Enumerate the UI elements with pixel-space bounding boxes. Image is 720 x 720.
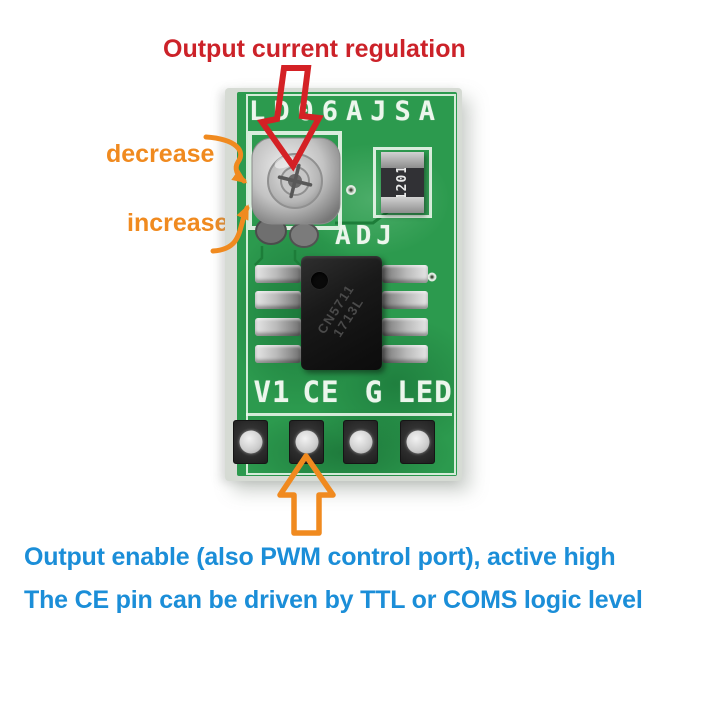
- pin-label-v1: V1: [253, 375, 291, 409]
- output-current-regulation-label: Output current regulation: [163, 35, 466, 63]
- ic-chip: CN5711 1713L: [255, 256, 428, 370]
- silkscreen-border: [246, 94, 456, 475]
- pad-hole: [295, 430, 318, 454]
- resistor-terminal: [381, 152, 424, 168]
- pad-hole: [239, 430, 262, 454]
- increase-label: increase: [127, 209, 229, 237]
- pad-led: [400, 420, 435, 464]
- adj-label: ADJ: [335, 221, 397, 251]
- ic-pin: [255, 345, 301, 363]
- ic-package: CN5711 1713L: [301, 256, 382, 370]
- pad-hole: [349, 430, 372, 454]
- resistor-terminal: [381, 197, 424, 213]
- output-enable-note: Output enable (also PWM control port), a…: [24, 543, 616, 571]
- pad-ce: [289, 420, 324, 464]
- ic-marking: CN5711 1713L: [314, 281, 370, 344]
- ce-logic-level-note: The CE pin can be driven by TTL or COMS …: [24, 586, 643, 614]
- resistor-silk-frame: [373, 147, 432, 218]
- trimmer-potentiometer: [251, 137, 341, 248]
- pin1-dot: [311, 272, 328, 289]
- pin-label-led: LED: [397, 375, 453, 409]
- ic-pin: [382, 345, 428, 363]
- smd-resistor: 1201: [373, 147, 432, 218]
- pin-label-g: G: [364, 375, 384, 409]
- pad-hole: [406, 430, 429, 454]
- ic-pin: [255, 291, 301, 309]
- resistor-body: 1201: [381, 152, 424, 213]
- decrease-label: decrease: [106, 140, 215, 168]
- pcb-board: LD06AJSA: [225, 88, 462, 481]
- ic-pin: [255, 265, 301, 283]
- pad-g: [343, 420, 378, 464]
- pin-label-ce: CE: [302, 375, 340, 409]
- ic-pin: [382, 318, 428, 336]
- ic-pin: [382, 265, 428, 283]
- ic-pin: [255, 318, 301, 336]
- ic-pin: [382, 291, 428, 309]
- silkscreen-line: [246, 413, 452, 416]
- pad-v1: [233, 420, 268, 464]
- resistor-marking: 1201: [395, 168, 410, 197]
